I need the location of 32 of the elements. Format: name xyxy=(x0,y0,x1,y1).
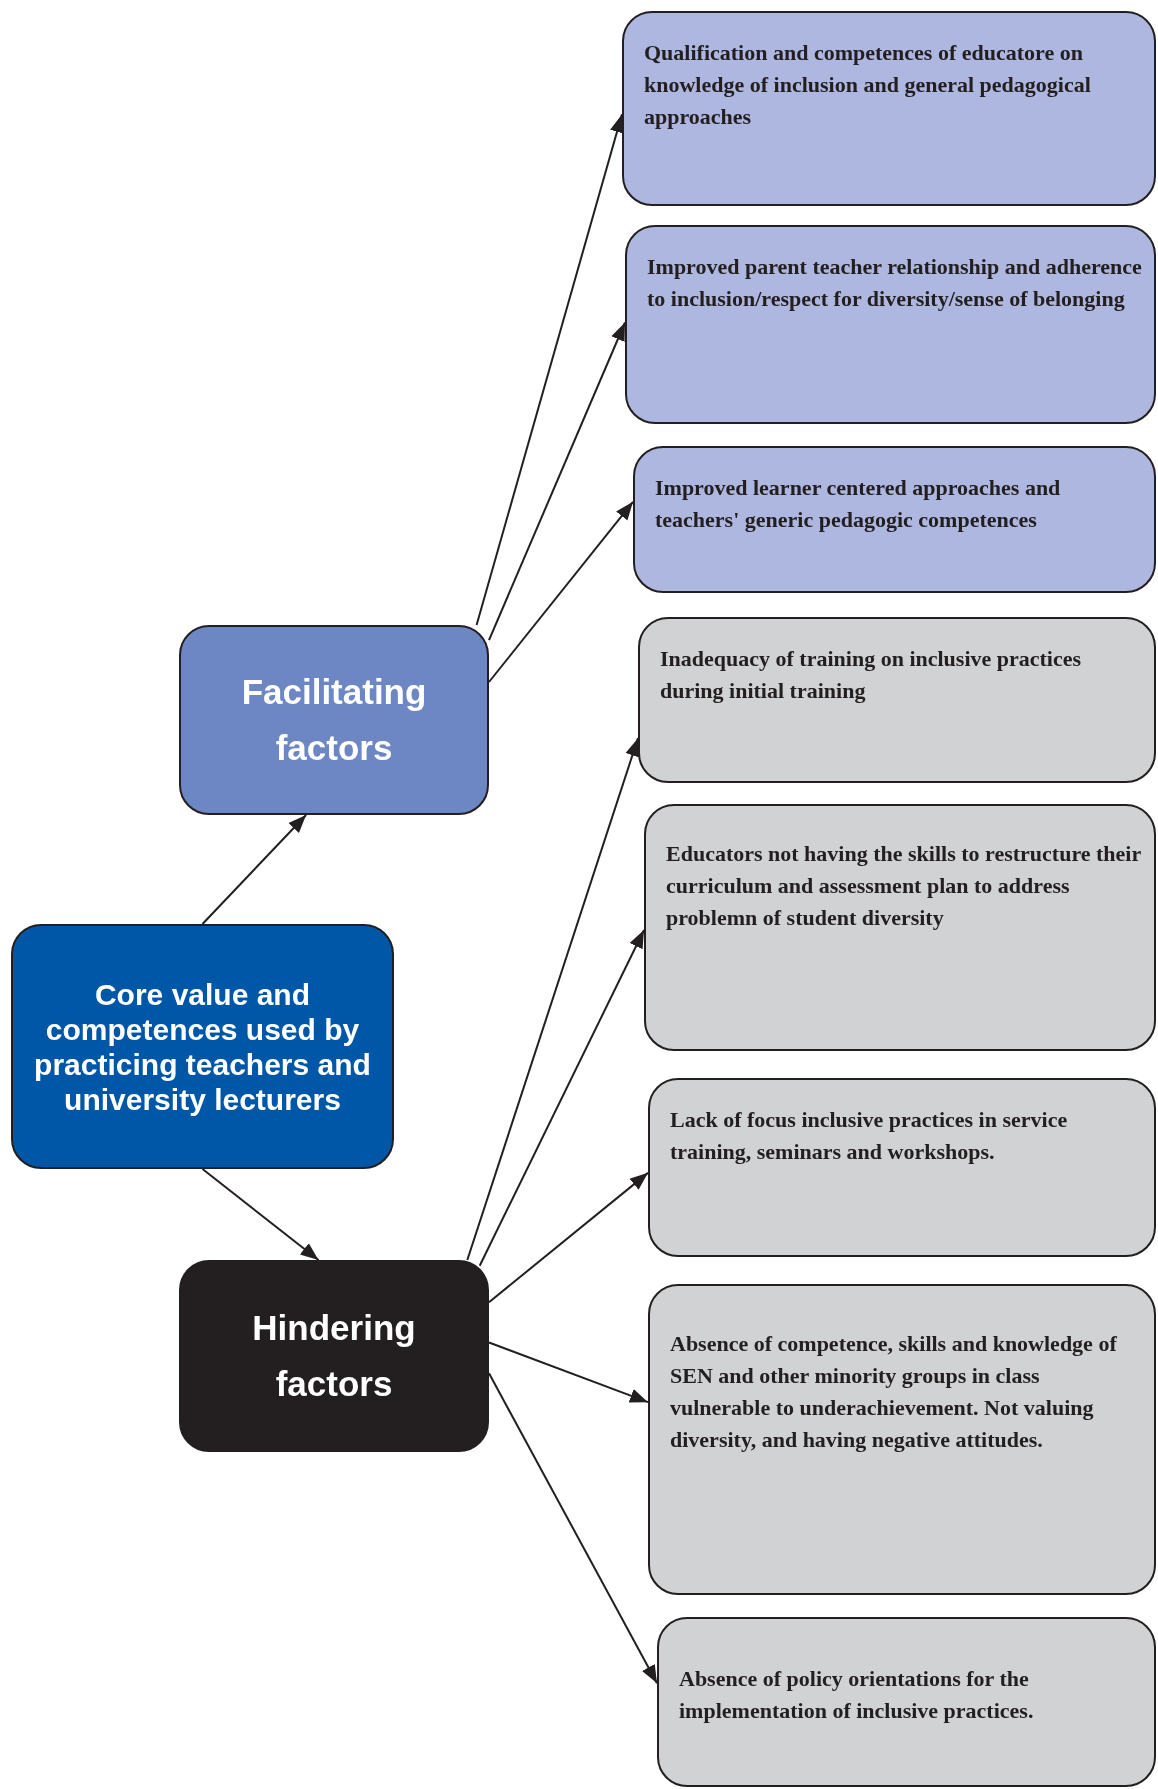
rounded-box xyxy=(179,1260,489,1452)
box-title: Core value and competences used by practicing teachers and university lecturers xyxy=(33,976,372,1117)
factor-text: Inadequacy of training on inclusive practices during initial training xyxy=(660,646,1082,703)
factor-text: Educators not having the skills to restructure their curriculum and assessment plan to address problemn of student diversity xyxy=(666,841,1141,930)
factor-text: Absence of competence, skills and knowledge of SEN and other minority groups in class vulnerable to underachievement. Not valuing diversity, and having negative attitudes. xyxy=(670,1331,1117,1452)
box-title: Hindering factors xyxy=(251,1307,417,1405)
arrow xyxy=(201,814,308,925)
factor-box xyxy=(648,1078,1156,1257)
factor-text: Improved learner centered approaches and teachers' generic pedagogic competences xyxy=(655,475,1061,532)
box-title: Facilitating factors xyxy=(240,671,428,769)
rounded-box xyxy=(179,625,489,815)
arrow xyxy=(466,737,640,1261)
factor-box xyxy=(657,1617,1156,1787)
factor-box xyxy=(638,617,1156,783)
rounded-box xyxy=(11,924,394,1169)
factor-box xyxy=(625,225,1156,424)
arrow xyxy=(201,1168,320,1261)
factor-text: Lack of focus inclusive practices in service training, seminars and workshops. xyxy=(670,1107,1068,1164)
factor-text: Absence of policy orientations for the implementation of inclusive practices. xyxy=(679,1666,1034,1723)
arrow xyxy=(488,1372,658,1685)
factor-box xyxy=(633,446,1156,593)
factor-box xyxy=(648,1284,1156,1595)
arrow xyxy=(478,928,645,1267)
arrow xyxy=(488,1171,649,1304)
arrow xyxy=(488,500,634,683)
factor-box xyxy=(644,804,1156,1051)
arrow xyxy=(475,113,624,626)
factor-text: Qualification and competences of educatore on knowledge of inclusion and general pedagogical approaches xyxy=(644,40,1091,129)
factor-text: Improved parent teacher relationship and adherence to inclusion/respect for diversity/sense of belonging xyxy=(647,254,1142,311)
arrow xyxy=(488,1341,649,1404)
factor-box xyxy=(622,11,1156,206)
arrow xyxy=(488,321,626,642)
